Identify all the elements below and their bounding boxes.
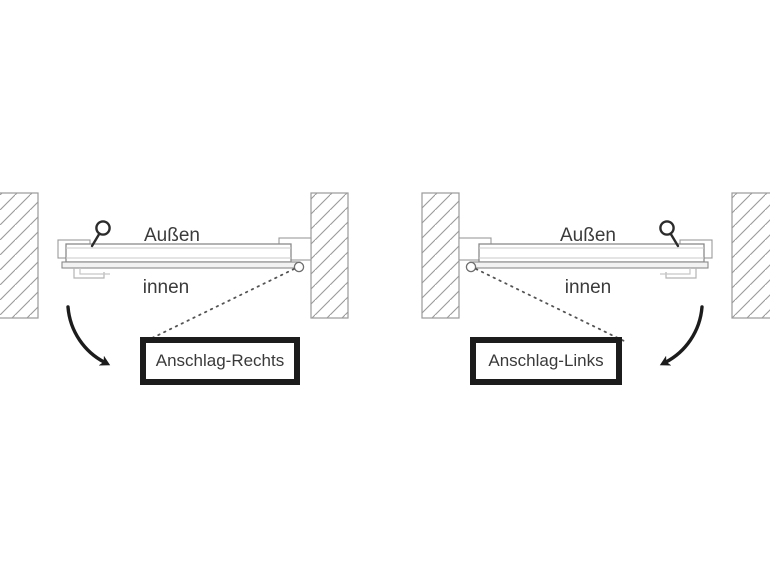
hinge-pin <box>465 261 477 273</box>
swing-arrow <box>66 305 111 366</box>
door-leaf <box>65 243 292 263</box>
leader-line <box>475 268 625 342</box>
callout-label: Anschlag-Links <box>488 351 603 370</box>
door-threshold <box>61 261 301 269</box>
label-outside: Außen <box>144 225 200 246</box>
door-handle-icon <box>90 220 111 248</box>
wall-block-right <box>731 192 770 319</box>
label-inside: innen <box>143 277 190 298</box>
swing-arrow <box>659 305 704 366</box>
wall-block-right <box>310 192 349 319</box>
label-inside: innen <box>565 277 612 298</box>
diagram-anschlag-rechts: Außen innen Anschlag-Rechts <box>0 192 349 385</box>
door-handle-icon <box>659 220 680 248</box>
door-threshold <box>469 261 709 269</box>
door-stopper-bracket <box>660 268 697 279</box>
hinge-pin <box>293 261 305 273</box>
label-outside: Außen <box>560 225 616 246</box>
door-stopper-bracket <box>73 268 110 279</box>
callout-anschlag-links[interactable]: Anschlag-Links <box>470 337 622 385</box>
callout-label: Anschlag-Rechts <box>156 351 285 370</box>
callout-anschlag-rechts[interactable]: Anschlag-Rechts <box>140 337 300 385</box>
diagram-anschlag-links: Außen innen Anschlag-Links <box>421 192 770 385</box>
leader-line <box>145 268 295 342</box>
wall-block-left <box>421 192 460 319</box>
door-leaf <box>478 243 705 263</box>
wall-block-left <box>0 192 39 319</box>
